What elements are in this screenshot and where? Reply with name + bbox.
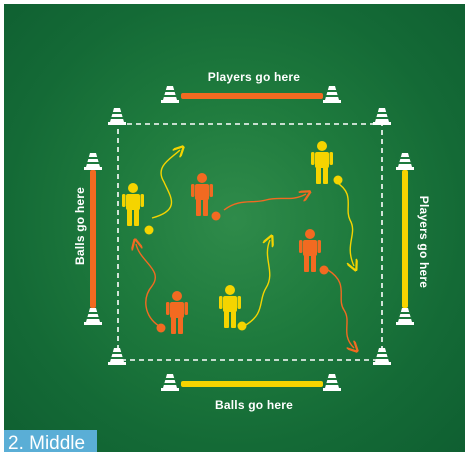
cone-icon — [108, 348, 126, 365]
orange-ball-icon — [211, 211, 221, 221]
yellow-path — [151, 150, 180, 219]
cone-icon — [323, 374, 341, 391]
orange-ball-icon — [319, 265, 329, 275]
bottom-line-yellow — [181, 381, 323, 387]
cone-icon — [108, 108, 126, 125]
yellow-path — [243, 240, 270, 327]
bottom-zone-label: Balls go here — [215, 398, 293, 412]
orange-player-icon — [191, 173, 213, 216]
orange-path — [223, 194, 306, 211]
caption-label: 2. Middle — [4, 430, 98, 452]
left-zone-label: Balls go here — [73, 187, 87, 265]
orange-path — [327, 269, 354, 348]
yellow-ball-icon — [237, 321, 247, 331]
orange-path — [136, 244, 160, 327]
cone-icon — [373, 108, 391, 125]
cone-icon — [161, 86, 179, 103]
orange-player-icon — [166, 291, 188, 334]
yellow-player-icon — [311, 141, 333, 184]
right-line-yellow — [402, 170, 408, 308]
orange-player-icon — [299, 229, 321, 272]
top-line-orange — [181, 93, 323, 99]
right-zone-label: Players go here — [417, 195, 431, 289]
cone-icon — [84, 308, 102, 325]
cone-icon — [161, 374, 179, 391]
top-zone-label: Players go here — [207, 70, 301, 84]
cone-icon — [396, 153, 414, 170]
orange-ball-icon — [156, 323, 166, 333]
drill-diagram — [84, 86, 414, 391]
yellow-player-icon — [122, 183, 144, 226]
cone-icon — [323, 86, 341, 103]
yellow-ball-icon — [144, 225, 154, 235]
left-line-orange — [90, 170, 96, 308]
cone-icon — [396, 308, 414, 325]
playing-area-boundary — [117, 123, 383, 361]
yellow-ball-icon — [333, 175, 343, 185]
yellow-player-icon — [219, 285, 241, 328]
training-field: Players go here Balls go here Balls go h… — [4, 4, 465, 452]
cone-icon — [373, 348, 391, 365]
yellow-path — [335, 181, 354, 266]
